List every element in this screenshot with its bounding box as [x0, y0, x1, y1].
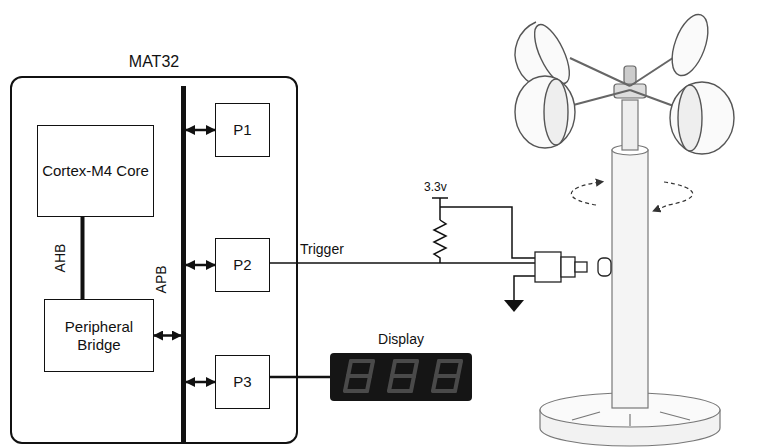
base-line: [572, 412, 600, 420]
sensor: [535, 252, 611, 282]
cup: [515, 76, 575, 148]
bus-arrow: [186, 381, 215, 384]
peripheral-box: P3: [215, 355, 270, 409]
resistor-symbol: [434, 220, 446, 263]
segment: [389, 376, 392, 391]
sensor-body: [535, 252, 561, 282]
bus-arrow: [186, 264, 215, 267]
shaft: [622, 100, 638, 150]
magnet: [598, 258, 611, 276]
cups: [515, 10, 734, 154]
segment: [392, 361, 395, 376]
signal-name: Trigger: [300, 241, 344, 257]
segment: [345, 389, 367, 393]
core-box: Cortex-M4 Core: [37, 125, 154, 217]
ground-wire: [514, 276, 535, 300]
bus-name: AHB: [52, 244, 68, 273]
seven-segment-display: Display: [330, 353, 472, 401]
arms: [562, 52, 690, 112]
segment: [458, 361, 461, 376]
segment: [455, 376, 458, 391]
display-wire: [270, 376, 330, 379]
segment: [436, 361, 439, 376]
pole: [612, 150, 648, 408]
ground-symbol: [504, 300, 524, 312]
trigger-wire: [268, 262, 535, 264]
box-label: Peripheral Bridge: [49, 318, 149, 354]
cup-rim: [544, 79, 568, 145]
segment: [348, 361, 351, 376]
peripheral-box: P1: [215, 103, 270, 157]
box-label: P3: [233, 373, 251, 391]
ahb-bus: [81, 217, 85, 299]
rotation-arrow: [571, 182, 600, 205]
pullup-circuit: [268, 198, 535, 300]
heading: MAT32: [12, 52, 296, 71]
cup: [670, 82, 734, 154]
segment: [414, 361, 417, 376]
base-line: [629, 414, 630, 426]
segment: [439, 359, 461, 363]
segment: [370, 361, 373, 376]
segment: [367, 376, 370, 391]
segment: [433, 389, 455, 393]
supply-wire: [439, 198, 441, 220]
rotation-arrow: [656, 182, 693, 210]
sensor-nut: [561, 257, 575, 277]
digit-segments: [330, 353, 472, 401]
sensor-tip: [575, 262, 587, 272]
heading: APB: [153, 266, 170, 294]
bus-arrow: [186, 129, 215, 132]
segment: [411, 376, 414, 391]
segment: [345, 376, 348, 391]
segment: [436, 374, 458, 378]
segment: [348, 374, 370, 378]
segment: [433, 376, 436, 391]
bridge-box: Peripheral Bridge: [44, 299, 154, 372]
box-label: P1: [233, 121, 251, 139]
peripheral-box: P2: [215, 238, 270, 292]
supply-wire: [440, 207, 535, 258]
segment: [392, 374, 414, 378]
cup-rim: [678, 85, 702, 151]
segment: [395, 359, 417, 363]
segment: [389, 389, 411, 393]
segment: [351, 359, 373, 363]
base-line: [660, 412, 690, 420]
bus-bar: APB: [181, 86, 186, 442]
cup: [665, 10, 715, 80]
supply-label: 3.3v: [424, 180, 447, 194]
supply-rail: [432, 197, 448, 199]
box-label: Cortex-M4 Core: [42, 162, 149, 180]
heading: Display: [330, 331, 472, 348]
bus-arrow: [154, 334, 181, 337]
hub-cap: [624, 66, 636, 84]
box-label: P2: [233, 256, 251, 274]
